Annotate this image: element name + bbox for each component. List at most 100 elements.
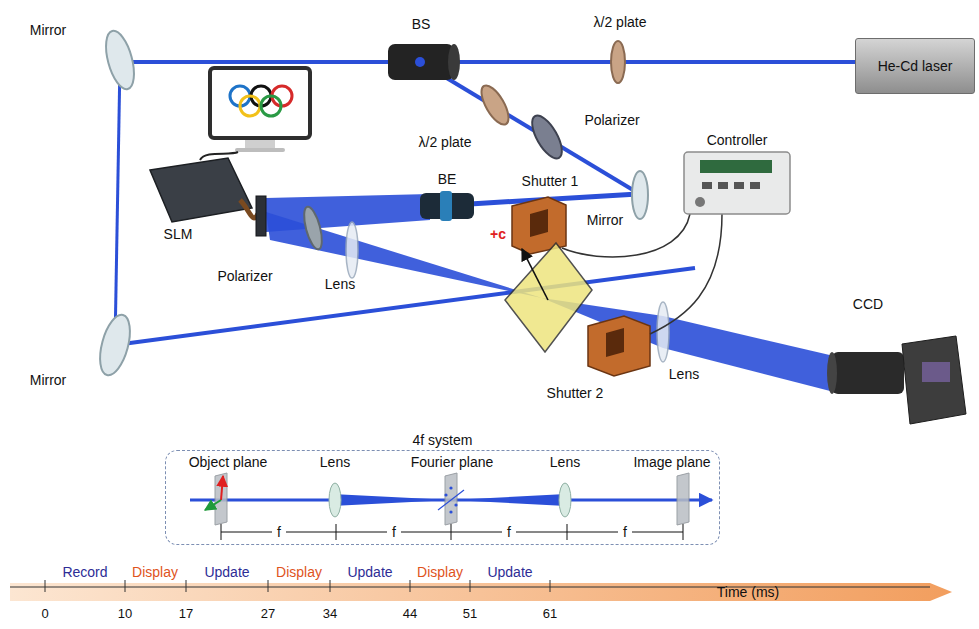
plane-label: Object plane [189, 454, 268, 470]
inset-beam-cone [332, 494, 451, 506]
monitor-screen [210, 68, 310, 138]
time-tick [45, 580, 46, 592]
ring [240, 96, 260, 116]
mirror [94, 312, 135, 379]
component-label: λ/2 plate [419, 134, 472, 150]
time-tick [125, 580, 126, 592]
tick-value: 51 [463, 606, 477, 622]
computer-monitor [210, 68, 310, 152]
phase-label: Update [204, 564, 249, 580]
controller-knob [695, 197, 705, 207]
tick-value: 10 [118, 606, 132, 622]
object-plane [215, 473, 227, 525]
tick-value: 61 [543, 606, 557, 622]
control-wire [562, 214, 690, 257]
lens [657, 302, 669, 362]
controller-body [684, 152, 790, 214]
time-arrow [10, 583, 952, 601]
dimension-tick [683, 524, 684, 540]
fourier-plane [445, 473, 457, 525]
phase-label: Record [62, 564, 107, 580]
shutter-slot [606, 328, 624, 357]
dimension-line [221, 532, 683, 533]
spectrum-dot [444, 493, 447, 496]
tick-value: 44 [403, 606, 417, 622]
ccd-lens-front [827, 352, 837, 394]
time-tick [186, 580, 187, 592]
slm-panel [256, 196, 266, 236]
axis-title: Time (ms) [717, 584, 779, 600]
plane-label: Fourier plane [411, 454, 494, 470]
inset-lens [559, 483, 571, 517]
object-beam [663, 316, 834, 392]
controller-button [718, 182, 728, 189]
component-label: Mirror [587, 212, 624, 228]
beam [120, 60, 858, 64]
polarization-arrow [221, 476, 223, 500]
label-patch [387, 524, 401, 540]
controller-display [700, 160, 772, 173]
shutter [588, 316, 650, 376]
component-label: CCD [853, 296, 883, 312]
panel-heading: 4f system [165, 432, 720, 448]
component-label: Lens [325, 276, 355, 292]
component-label: Polarizer [584, 112, 639, 128]
spectrum-dot [449, 486, 452, 489]
lens [346, 222, 358, 278]
dimension-label: f [392, 524, 396, 540]
ccd-badge [922, 362, 950, 382]
label-patch [618, 524, 632, 540]
component-label: Shutter 1 [522, 173, 579, 189]
controller-unit [684, 152, 790, 214]
component-label: SLM [164, 226, 193, 242]
fourf-sketch [190, 473, 712, 540]
time-tick [268, 580, 269, 592]
controller-button [734, 182, 744, 189]
label-patch [502, 524, 516, 540]
phase-label: Update [487, 564, 532, 580]
timeline [10, 580, 952, 601]
inset-beam-cone [451, 494, 566, 506]
ccd-lens [832, 352, 904, 394]
slm-driver [150, 158, 252, 222]
ring [261, 96, 281, 116]
dimension-label: f [623, 524, 627, 540]
tick-value: 34 [323, 606, 337, 622]
beam-expander-ring [440, 191, 452, 221]
label-patch [272, 524, 286, 540]
component-label: Lens [550, 454, 580, 470]
phase-label: Display [276, 564, 322, 580]
image-plane [677, 473, 689, 525]
controller-button [750, 182, 760, 189]
axis-arrow [522, 249, 548, 300]
time-tick [410, 580, 411, 592]
beam-splitter [388, 44, 460, 80]
component-label: BE [438, 171, 457, 187]
component-label: Mirror [30, 372, 67, 388]
time-tick [330, 580, 331, 592]
tick-value: 17 [179, 606, 193, 622]
ccd-camera [827, 336, 966, 424]
device-name: He-Cd laser [878, 58, 953, 74]
component-label: Shutter 2 [547, 385, 604, 401]
recording-plane [505, 243, 592, 352]
phase-label: Display [417, 564, 463, 580]
slm-ribbon [240, 200, 258, 218]
time-tick [550, 580, 551, 592]
component-label: Mirror [30, 22, 67, 38]
laser-housing: He-Cd laser [855, 38, 975, 94]
tick-value: 27 [261, 606, 275, 622]
tick-value: 0 [41, 606, 48, 622]
component-label: Polarizer [217, 268, 272, 284]
monitor-stand [245, 140, 275, 148]
component-label: BS [412, 16, 431, 32]
spectrum-dot [454, 503, 457, 506]
dimension-tick [451, 524, 452, 540]
slm-device [150, 152, 266, 236]
beam-splitter-body [388, 44, 454, 80]
dimension-tick [567, 524, 568, 540]
control-wire [650, 214, 722, 334]
phase-label: Display [132, 564, 178, 580]
dimension-tick [336, 524, 337, 540]
